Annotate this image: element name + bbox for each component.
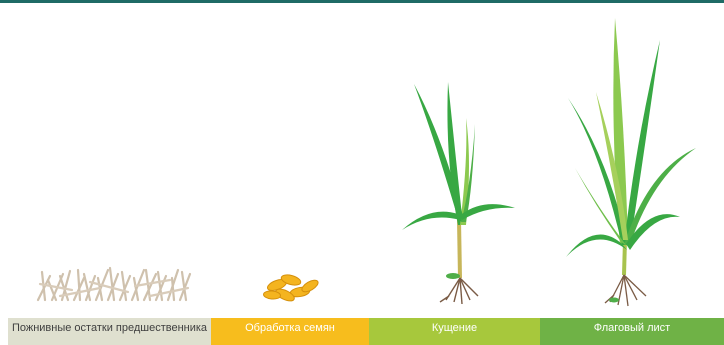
tillering-wheat-plant-icon bbox=[402, 82, 515, 304]
stage-tillering: Кущение bbox=[369, 318, 540, 345]
crop-stages-illustration bbox=[0, 0, 724, 318]
stage-seed-treatment: Обработка семян bbox=[211, 318, 369, 345]
stage-label-bar: Пожнивные остатки предшественника Обрабо… bbox=[8, 318, 724, 345]
stubble-residue-icon bbox=[38, 268, 190, 300]
stage-flag-leaf-label: Флаговый лист bbox=[594, 322, 670, 334]
stage-tillering-label: Кущение bbox=[432, 322, 477, 334]
stage-residue-label: Пожнивные остатки предшественника bbox=[12, 322, 207, 334]
stage-flag-leaf: Флаговый лист bbox=[540, 318, 724, 345]
stage-seed-treatment-label: Обработка семян bbox=[245, 322, 335, 334]
flag-leaf-wheat-plant-icon bbox=[566, 18, 696, 306]
stage-residue: Пожнивные остатки предшественника bbox=[8, 318, 211, 345]
treated-seeds-icon bbox=[263, 273, 320, 303]
